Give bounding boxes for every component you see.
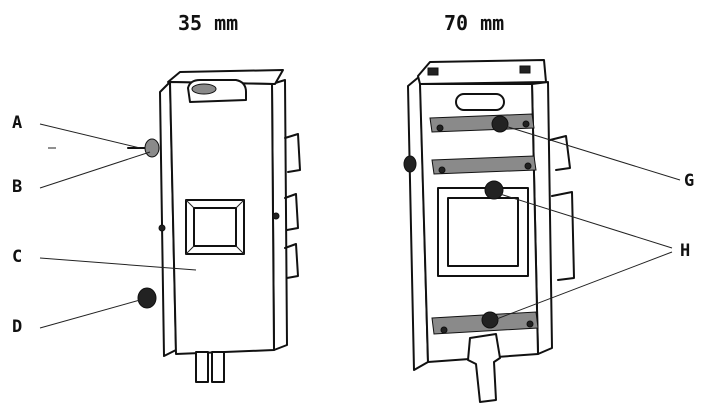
- leader-b: [39, 151, 151, 189]
- holder-70mm-hook-1: [549, 135, 571, 171]
- holder-35mm-hook-1: [284, 133, 301, 173]
- knob-b: [144, 138, 160, 158]
- leader-g: [504, 125, 681, 181]
- holder-35mm-tab-1: [195, 351, 209, 383]
- leader-d: [39, 299, 141, 329]
- callout-h: H: [680, 241, 690, 261]
- title-70mm: 70 mm: [444, 11, 504, 35]
- knob-h-upper: [484, 180, 504, 200]
- holder-70mm-film-gate-inner: [447, 197, 519, 267]
- leader-c: [39, 257, 197, 271]
- knob-g: [491, 115, 509, 133]
- holder-70mm-screw-2: [522, 120, 530, 128]
- holder-35mm-hook-2: [284, 193, 299, 231]
- holder-70mm-screw-6: [526, 320, 534, 328]
- callout-d: D: [12, 317, 22, 337]
- holder-70mm-handle: [467, 333, 501, 403]
- holder-70mm-hook-2: [551, 191, 575, 281]
- holder-70mm: [403, 59, 575, 403]
- holder-70mm-screw-5: [440, 326, 448, 334]
- holder-35mm-tab-2: [211, 351, 225, 383]
- callout-a: A: [12, 113, 22, 133]
- holder-70mm-mid-bar: [431, 155, 537, 175]
- callout-g: G: [684, 171, 694, 191]
- holder-70mm-film-gate: [437, 187, 529, 277]
- leader-h-lower: [493, 251, 673, 321]
- knob-h-lower: [481, 311, 499, 329]
- holder-70mm-top-notch-2: [519, 65, 531, 74]
- holder-35mm-top-slot-hole: [191, 83, 217, 95]
- callout-c: C: [12, 247, 22, 267]
- holder-35mm-side-screw: [158, 224, 166, 232]
- holder-70mm-top-slot: [455, 93, 505, 111]
- holder-35mm-hook-3: [284, 243, 299, 279]
- holder-70mm-side-knob: [403, 155, 417, 173]
- holder-70mm-screw-3: [438, 166, 446, 174]
- holder-35mm-film-gate-inner: [193, 207, 237, 247]
- leader-lines: [39, 123, 681, 329]
- holder-70mm-top-notch-1: [427, 67, 439, 76]
- title-35mm: 35 mm: [178, 11, 238, 35]
- leader-h-upper: [499, 193, 673, 249]
- knob-d: [137, 287, 157, 309]
- holder-35mm: [127, 69, 301, 383]
- holder-70mm-top-bar: [417, 59, 547, 85]
- holder-70mm-upper-bar: [429, 113, 535, 133]
- leader-a: [39, 123, 141, 149]
- holder-35mm-rail-screw: [272, 212, 280, 220]
- holder-70mm-screw-4: [524, 162, 532, 170]
- callout-b: B: [12, 177, 22, 197]
- holder-70mm-screw-1: [436, 124, 444, 132]
